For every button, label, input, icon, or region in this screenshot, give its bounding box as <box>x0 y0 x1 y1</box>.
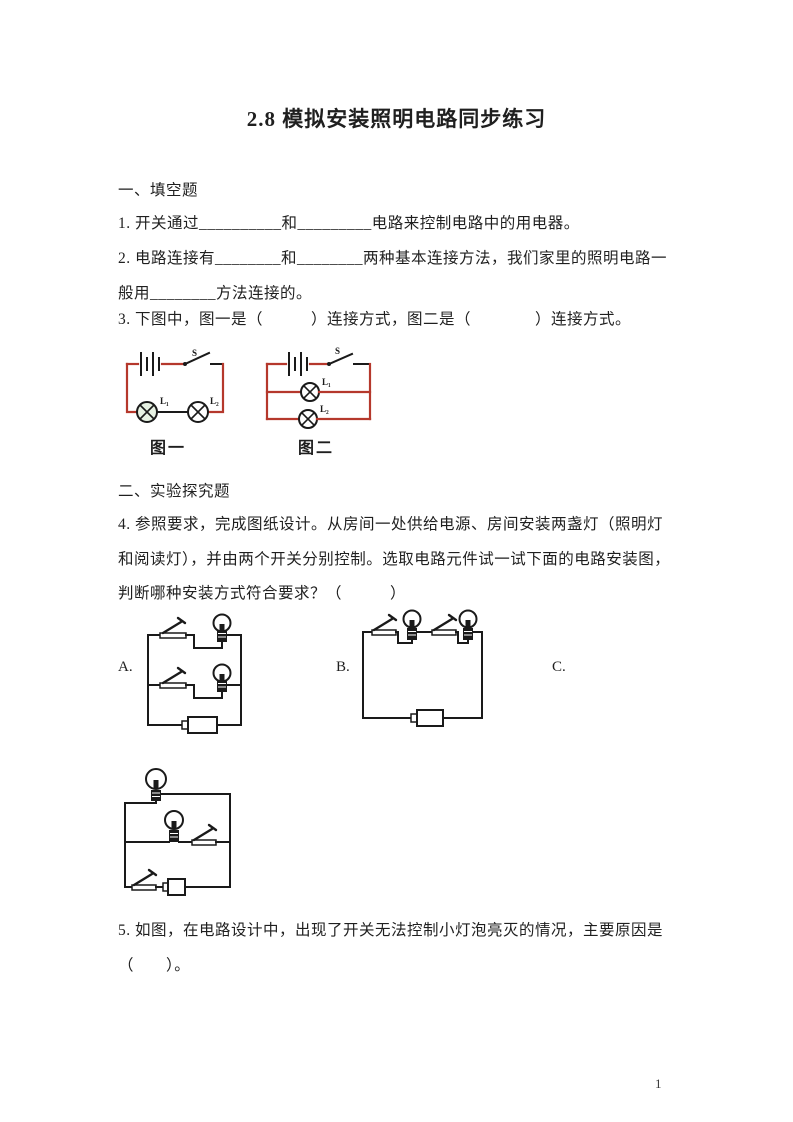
question-2-line2: 般用________方法连接的。 <box>118 285 313 302</box>
question-5-line2: （ ）。 <box>118 957 191 974</box>
section-two-heading: 二、实验探究题 <box>118 483 231 500</box>
page-number: 1 <box>655 1076 662 1091</box>
bulb-icon <box>212 613 232 642</box>
switch-label: S <box>335 346 340 356</box>
knife-switch-icon <box>431 613 458 636</box>
battery-icon <box>162 878 186 896</box>
lamp1-icon <box>136 401 158 423</box>
lamp2-label: L₂ <box>210 396 219 406</box>
optionB-circuit-diagram <box>362 609 483 727</box>
question-4-line1: 4. 参照要求，完成图纸设计。从房间一处供给电源、房间安装两盏灯（照明灯 <box>118 516 664 533</box>
wire <box>185 634 223 649</box>
knife-switch-icon <box>131 868 158 891</box>
section-one-heading: 一、填空题 <box>118 182 199 199</box>
question-3: 3. 下图中，图一是（ ）连接方式，图二是（ ）连接方式。 <box>118 311 632 328</box>
wire <box>160 793 231 888</box>
knife-switch-icon <box>159 616 187 639</box>
lamp1-label: L₁ <box>160 396 169 406</box>
battery-icon <box>410 709 444 727</box>
option-a-label: A. <box>118 659 133 675</box>
wire <box>125 362 139 414</box>
bulb-icon <box>212 663 232 692</box>
wire <box>206 362 225 414</box>
lamp2-label: L₂ <box>320 404 329 414</box>
fig1-series-circuit-diagram: L₁ L₂ S <box>125 348 225 423</box>
lamp1-icon <box>300 382 320 402</box>
fig2-caption: 图二 <box>298 440 335 457</box>
knife-switch-icon <box>371 613 398 636</box>
question-4-line3: 判断哪种安装方式符合要求？（ ） <box>118 585 407 602</box>
wire <box>455 631 469 644</box>
optionC-circuit-diagram <box>124 768 231 896</box>
bulb-icon <box>164 810 184 842</box>
fig2-parallel-circuit-diagram: L₁ L₂ S <box>265 346 372 429</box>
lamp1-label: L₁ <box>322 377 331 387</box>
battery-cells-icon <box>288 352 308 376</box>
wire <box>124 800 157 888</box>
bulb-icon <box>458 609 478 640</box>
battery-cells-icon <box>140 352 160 376</box>
wire <box>185 684 223 699</box>
worksheet-title: 2.8 模拟安装照明电路同步练习 <box>246 107 547 131</box>
question-1: 1. 开关通过__________和_________电路来控制电路中的用电器。 <box>118 215 580 232</box>
question-4-line2: 和阅读灯），并由两个开关分别控制。选取电路元件试一试下面的电路安装图， <box>118 551 671 568</box>
lamp2-icon <box>298 409 318 429</box>
switch-label: S <box>192 348 197 358</box>
knife-switch-icon <box>159 666 187 689</box>
bulb-icon <box>402 609 422 640</box>
question-2-line1: 2. 电路连接有________和________两种基本连接方法，我们家里的照… <box>118 250 668 267</box>
fig1-caption: 图一 <box>150 440 187 457</box>
knife-switch-icon <box>191 823 218 846</box>
battery-icon <box>181 716 218 734</box>
optionA-circuit-diagram <box>147 613 242 734</box>
lamp2-icon <box>187 401 209 423</box>
open-switch-icon <box>327 352 354 366</box>
open-switch-icon <box>183 351 211 366</box>
wire <box>395 631 413 644</box>
question-5-line1: 5. 如图，在电路设计中，出现了开关无法控制小灯泡亮灭的情况，主要原因是 <box>118 922 664 939</box>
option-c-label: C. <box>552 659 566 675</box>
bulb-icon <box>145 768 167 801</box>
option-b-label: B. <box>336 659 350 675</box>
